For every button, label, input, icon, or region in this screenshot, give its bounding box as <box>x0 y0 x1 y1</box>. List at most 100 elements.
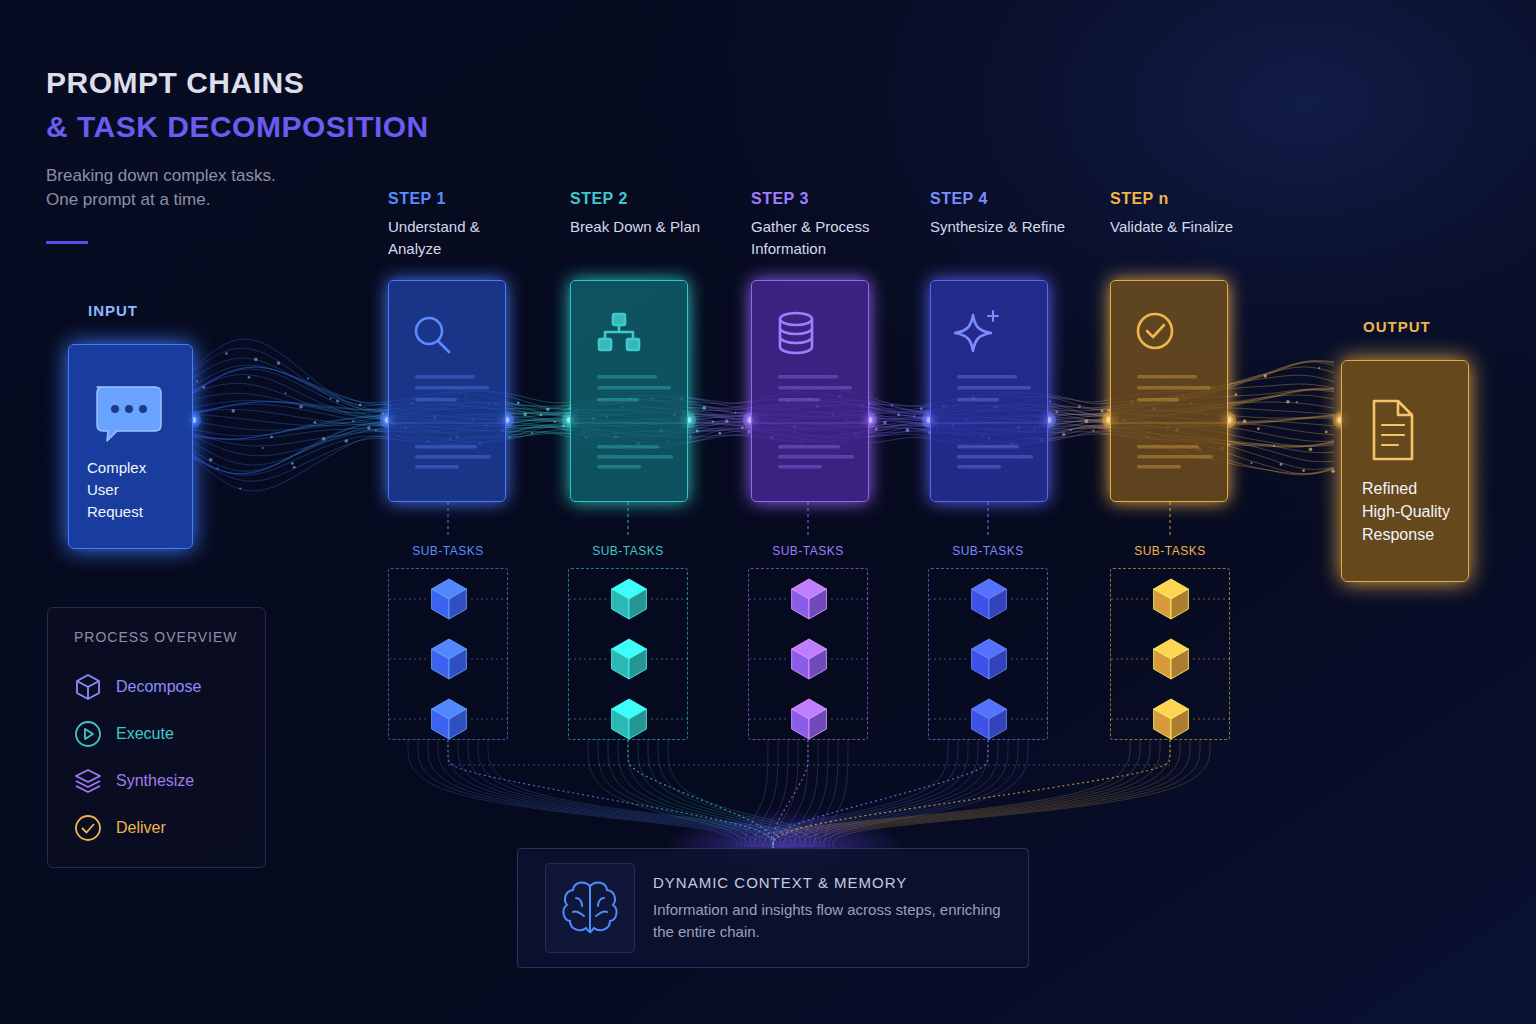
cube-face <box>449 709 466 739</box>
card-illustration <box>389 281 505 501</box>
sub-node: SUB-TASKS <box>928 540 1048 740</box>
card-illustration <box>752 281 868 501</box>
subtask-tick <box>831 719 869 720</box>
placeholder-line <box>957 375 1017 379</box>
fiber-particle <box>1078 405 1081 408</box>
fiber-particle <box>883 421 887 425</box>
step-number: STEP 1 <box>388 190 506 210</box>
fiber-particle <box>367 426 371 430</box>
overview-item: Deliver <box>74 804 245 851</box>
memory-heading: DYNAMIC CONTEXT & MEMORY <box>653 874 1010 891</box>
fiber-particle <box>517 401 520 404</box>
fan-strand <box>833 740 1210 847</box>
placeholder-line <box>957 386 1031 390</box>
card-illustration <box>571 281 687 501</box>
fiber-particle <box>540 413 543 416</box>
subtask-tick <box>1193 719 1231 720</box>
cube-face <box>432 589 449 619</box>
step-title: Validate & Finalize <box>1110 216 1250 260</box>
cube-face <box>612 649 629 679</box>
step-node: STEP 3Gather & Process Information <box>751 190 869 502</box>
cube-face <box>612 589 629 619</box>
panel-node: PROCESS OVERVIEWDecomposeExecuteSynthesi… <box>47 607 266 868</box>
fiber-particle <box>875 428 878 431</box>
placeholder-line <box>778 465 822 469</box>
cube-face <box>989 589 1006 619</box>
placeholder-line <box>957 455 1033 459</box>
cube-face <box>809 589 826 619</box>
fiber-particle <box>920 407 923 410</box>
fiber-particle <box>232 409 236 413</box>
cube-icon <box>432 639 467 679</box>
fiber-particle <box>1280 463 1283 466</box>
cube-icon <box>432 699 467 739</box>
fiber-particle <box>1331 470 1335 474</box>
fan-strand <box>823 740 1200 847</box>
fiber-particle <box>1286 400 1290 404</box>
fiber-particle <box>913 415 915 417</box>
subtask-tick <box>1011 599 1049 600</box>
cube-face <box>809 709 826 739</box>
fan-strand <box>813 740 1190 847</box>
fiber-particle <box>1251 462 1253 464</box>
panel-heading: PROCESS OVERVIEW <box>74 629 245 645</box>
placeholder-line <box>1137 455 1213 459</box>
subtask-cubes <box>1111 569 1229 739</box>
subtask-tick <box>569 719 607 720</box>
cube-face <box>972 649 989 679</box>
subtask-tick <box>1111 659 1149 660</box>
drop-connector <box>447 502 448 537</box>
fiber-particle <box>262 447 264 449</box>
fiber-particle <box>248 376 251 379</box>
fiber-particle <box>217 468 219 470</box>
fan-strand <box>759 740 958 847</box>
brain-icon <box>546 864 634 952</box>
fan-strand <box>598 740 751 847</box>
card-illustration <box>1342 361 1468 581</box>
subtask-tick <box>1011 659 1049 660</box>
cube-face <box>1171 589 1188 619</box>
subtask-tick <box>471 659 509 660</box>
subtask-tick <box>651 599 689 600</box>
step-title: Break Down & Plan <box>570 216 710 260</box>
fiber-particle <box>359 403 362 406</box>
cube-face <box>989 709 1006 739</box>
overview-icon <box>74 767 102 795</box>
cube-icon <box>1154 699 1189 739</box>
chain-connector <box>869 419 930 422</box>
subtask-group <box>1110 568 1230 740</box>
card-icon <box>955 311 998 351</box>
chat-dot <box>111 405 119 413</box>
placeholder-line <box>957 398 999 402</box>
io-node: INPUTComplex User Request <box>68 302 193 549</box>
fiber-particle <box>1264 374 1268 378</box>
fiber-particle <box>270 435 273 438</box>
subtask-heading: SUB-TASKS <box>928 540 1048 558</box>
placeholder-line <box>778 445 840 449</box>
subtask-group <box>568 568 688 740</box>
step-node: STEP 4Synthesize & Refine <box>930 190 1048 502</box>
chain-connector <box>1048 419 1110 422</box>
fiber-particle <box>702 406 706 410</box>
placeholder-line <box>597 465 641 469</box>
fan-connector <box>773 740 1170 848</box>
io-card: Complex User Request <box>68 344 193 549</box>
placeholder-line <box>778 386 852 390</box>
fiber-particle <box>307 377 309 379</box>
fan-strand <box>468 740 797 847</box>
fiber-particle <box>284 392 286 394</box>
fiber-particle <box>906 428 910 432</box>
subtask-tick <box>1193 599 1231 600</box>
placeholder-line <box>1137 465 1181 469</box>
fan-strand <box>668 740 821 847</box>
fan-connector <box>448 740 773 848</box>
title-underline <box>46 241 88 244</box>
cube-face <box>432 709 449 739</box>
overview-icon <box>74 814 102 842</box>
cube-icon <box>612 579 647 619</box>
fiber-particle <box>1296 401 1298 403</box>
fiber-particle <box>531 432 533 434</box>
placeholder-lines <box>778 375 854 469</box>
tagline: Breaking down complex tasks. One prompt … <box>46 164 304 212</box>
cube-face <box>1154 649 1171 679</box>
